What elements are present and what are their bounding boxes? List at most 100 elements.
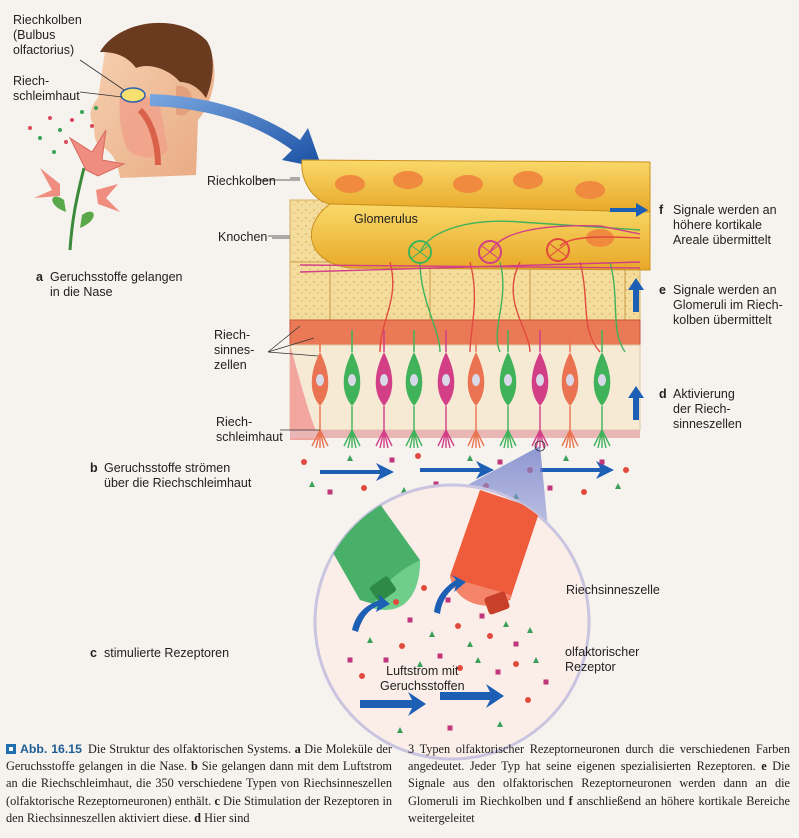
step-c-text: stimulierte Rezeptoren — [104, 646, 230, 660]
odor-molecule — [497, 459, 503, 465]
odor-molecule — [513, 641, 519, 647]
label-riechschleimhaut-head: Riech- schleimhaut — [13, 74, 80, 103]
odor-molecule — [479, 613, 485, 619]
odor-molecule — [457, 665, 463, 671]
caption-text: Die Struktur des olfaktorischen Systems. — [87, 742, 295, 756]
odor-molecule — [527, 627, 533, 633]
caption-text: anschließend an höhere kortikale Bereich… — [408, 793, 791, 825]
odor-molecule — [415, 453, 421, 459]
receptor-zoom-circle — [313, 483, 591, 761]
label-bulbus-olfactorius: Riechkolben (Bulbus olfactorius) — [13, 13, 82, 57]
odor-molecule — [487, 633, 493, 639]
odor-molecule — [581, 489, 587, 495]
odor-molecule — [525, 697, 531, 703]
bulb-outline-lines — [272, 177, 300, 239]
label-olfaktorischer-rezeptor: olfaktorischer Rezeptor — [565, 645, 640, 674]
label-glomerulus: Glomerulus — [354, 212, 418, 226]
lily-flower — [34, 129, 126, 251]
signal-arrow-e — [628, 278, 644, 312]
receptor-neuron — [405, 330, 423, 449]
receptor-neuron — [375, 330, 393, 449]
odor-molecule — [393, 599, 399, 605]
receptor-neurons — [311, 330, 611, 449]
odor-molecule — [467, 641, 473, 647]
odor-molecule — [347, 455, 353, 461]
airflow-arrows — [320, 461, 614, 481]
label-luftstrom: Luftstrom mit Geruchsstoffen — [380, 664, 465, 693]
odor-molecule — [327, 489, 333, 495]
odor-molecule — [407, 617, 413, 623]
odor-molecule — [301, 459, 307, 465]
caption-step-key: d — [194, 810, 201, 825]
signal-arrow-d — [628, 386, 644, 420]
caption-text: Hier sind — [201, 810, 250, 825]
caption-step-key: f — [568, 793, 573, 808]
odor-molecule — [359, 673, 365, 679]
odor-molecule — [455, 623, 461, 629]
odor-molecule — [437, 653, 443, 659]
odor-molecule — [401, 487, 407, 493]
receptor-neuron — [467, 330, 485, 449]
odor-molecule — [421, 585, 427, 591]
step-b-text: Geruchsstoffe strömen über die Riechschl… — [104, 461, 252, 490]
caption-step-key: a — [294, 742, 301, 756]
odor-molecule — [623, 467, 629, 473]
caption-step-key: c — [214, 793, 220, 808]
caption-text: Die Stimulation der Rezeptoren in den Ri… — [6, 793, 393, 825]
odor-molecule — [495, 669, 501, 675]
step-e-text: Signale werden an Glomeruli im Riech- ko… — [673, 283, 783, 327]
receptor-neuron — [311, 330, 329, 449]
caption-text: Die Moleküle der Geruchsstoffe gelangen … — [6, 742, 392, 774]
caption-step-key: e — [761, 759, 767, 774]
caption-text: Sie gelangen dann mit dem Luftstrom an d… — [6, 759, 392, 808]
label-riechschleimhaut: Riech- schleimhaut — [216, 415, 283, 444]
odor-molecule — [417, 661, 423, 667]
zoom-source-marker — [534, 440, 546, 452]
caption-left-column: Abb. 16.15 Die Struktur des olfaktorische… — [6, 741, 392, 827]
receptor-neuron — [561, 330, 579, 449]
label-riechsinneszellen: Riech- sinnes- zellen — [214, 328, 255, 372]
odor-molecule — [389, 457, 395, 463]
odor-molecule — [397, 727, 403, 733]
label-knochen: Knochen — [218, 230, 268, 244]
caption-text: Die Signale aus den olfaktorischen Rezep… — [408, 759, 790, 808]
odor-molecule — [467, 455, 473, 461]
glomerulus-magenta — [478, 240, 502, 264]
receptor-neuron — [437, 330, 455, 449]
olfactory-cross-section — [289, 159, 651, 440]
odor-molecule — [447, 725, 453, 731]
signal-arrow-f — [610, 203, 648, 217]
odor-molecule — [361, 485, 367, 491]
figure-marker-icon — [6, 744, 16, 754]
odor-molecule — [497, 721, 503, 727]
odor-molecule — [475, 657, 481, 663]
odor-molecule — [347, 657, 353, 663]
odor-molecule — [367, 637, 373, 643]
receptor-neuron — [499, 330, 517, 449]
odor-molecule — [599, 459, 605, 465]
odor-molecule — [399, 643, 405, 649]
caption-step-key: b — [190, 759, 198, 774]
label-riechkolben: Riechkolben — [207, 174, 276, 188]
figure-caption: Abb. 16.15 Die Struktur des olfaktorische… — [0, 737, 799, 838]
caption-text: 3 Typen olfaktorischer Rezeptorneuronen … — [408, 742, 790, 774]
odor-molecule — [445, 597, 451, 603]
odor-molecule — [433, 481, 439, 487]
odor-molecule — [429, 631, 435, 637]
figure-number: Abb. 16.15 — [20, 742, 82, 756]
receptor-neuron — [593, 330, 611, 449]
label-riechsinneszelle: Riechsinneszelle — [566, 583, 660, 597]
odor-particles-nose — [28, 106, 98, 154]
odor-molecule — [383, 657, 389, 663]
odor-molecule — [543, 679, 549, 685]
odor-molecule — [615, 483, 621, 489]
odor-molecule — [533, 657, 539, 663]
step-f-text: Signale werden an höhere kortikale Areal… — [673, 203, 777, 247]
